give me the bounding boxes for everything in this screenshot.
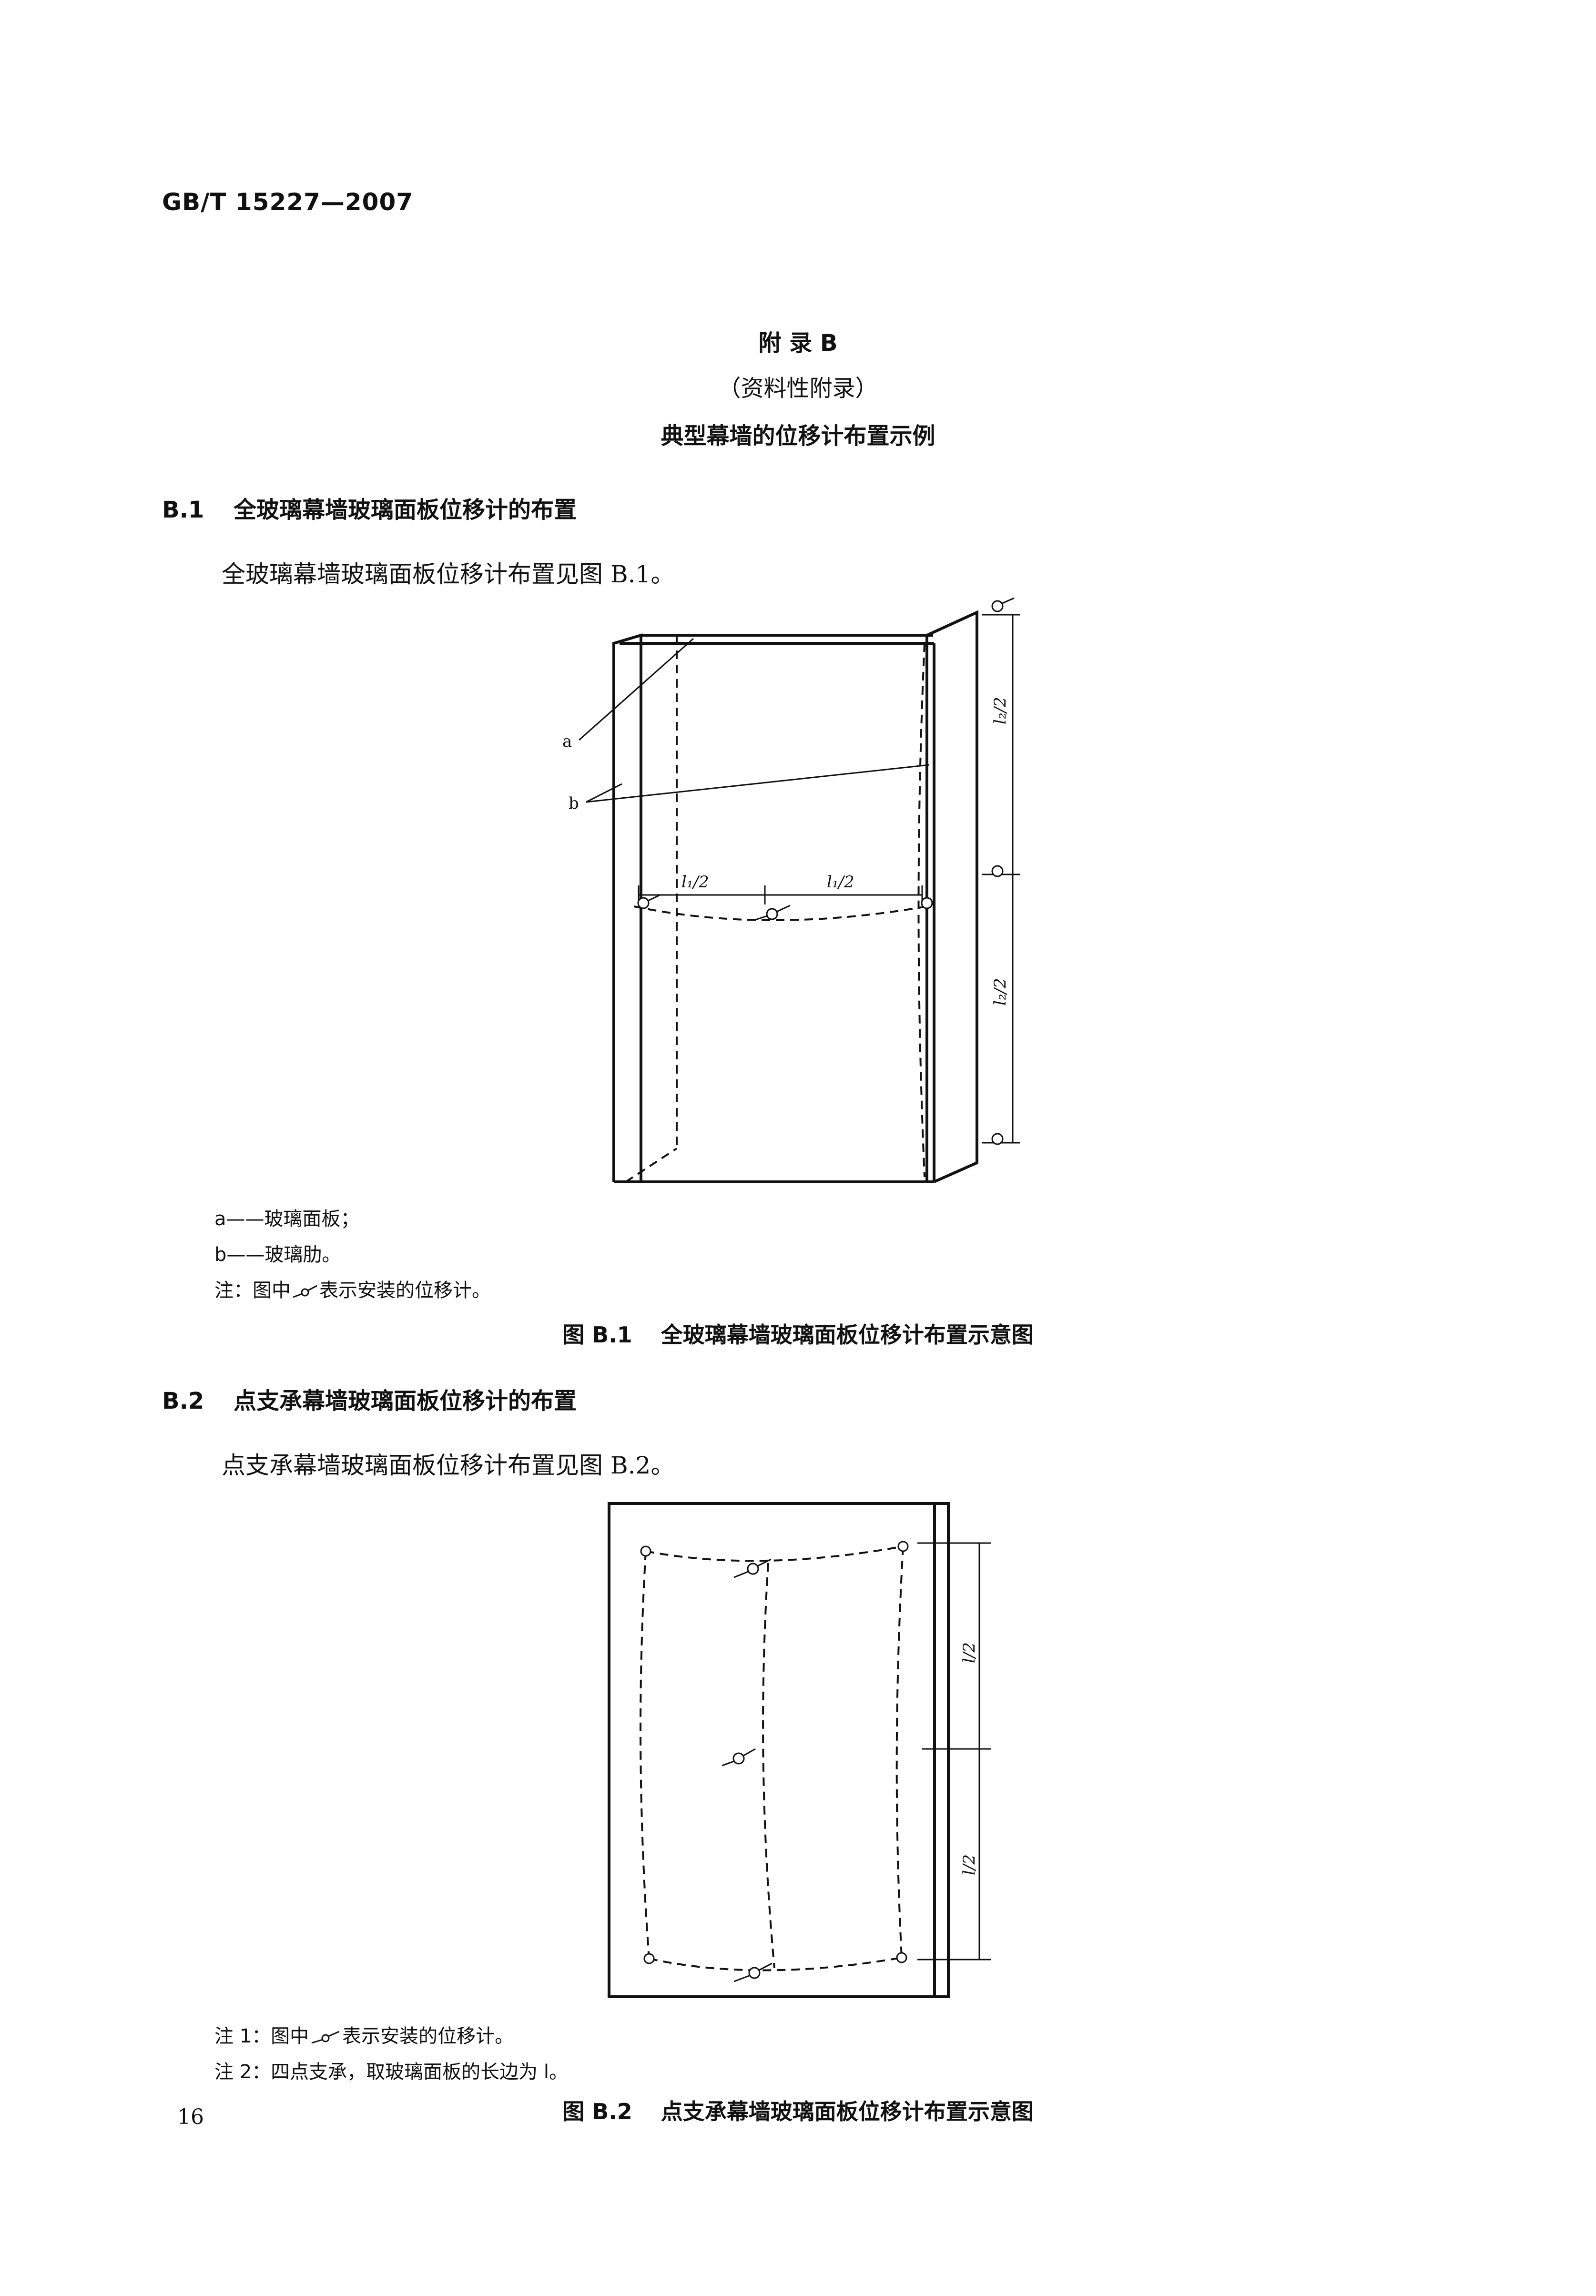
figure-b2-note-1: 注 1：图中 表示安装的位移计。 (214, 2021, 514, 2048)
figure-b1-note: 注：图中 表示安装的位移计。 (214, 1275, 491, 1302)
figure-b1-title: 全玻璃幕墙玻璃面板位移计布置示意图 (661, 1322, 1034, 1348)
section-b2-heading: B.2 点支承幕墙玻璃面板位移计的布置 (162, 1382, 577, 1415)
figure-b2-caption: 图 B.2 点支承幕墙玻璃面板位移计布置示意图 (0, 2094, 1596, 2126)
displacement-meter-icon (311, 2031, 340, 2044)
page-number: 16 (177, 2105, 204, 2129)
label-l1-half-left: l₁/2 (681, 873, 709, 892)
label-l-half-bottom: l/2 (960, 1854, 979, 1875)
label-b: b (569, 794, 579, 813)
note-prefix: 注：图中 (214, 1280, 291, 1301)
section-b1-paragraph: 全玻璃幕墙玻璃面板位移计布置见图 B.1。 (222, 560, 675, 588)
standard-number: GB/T 15227—2007 (162, 188, 414, 216)
figure-b2-number: 图 B.2 (562, 2099, 632, 2124)
leader-a (579, 638, 694, 741)
label-l-half-top: l/2 (960, 1642, 979, 1663)
appendix-subtitle: （资料性附录） (718, 375, 878, 402)
section-b2-title: 点支承幕墙玻璃面板位移计的布置 (234, 1388, 577, 1414)
right-rib-outline (925, 610, 978, 1183)
legend-dash: —— (226, 1244, 265, 1266)
legend-text-b: 玻璃肋。 (264, 1244, 341, 1266)
section-b1-heading: B.1 全玻璃幕墙玻璃面板位移计的布置 (162, 491, 577, 524)
note1-suffix: 表示安装的位移计。 (342, 2025, 514, 2047)
legend-dash: —— (226, 1208, 264, 1230)
label-l2-half-bottom: l₂/2 (991, 978, 1010, 1006)
panel-outline-b2 (608, 1502, 936, 1998)
displacement-meter-icon (293, 1285, 317, 1298)
legend-key-b: b (214, 1244, 227, 1266)
deflection-left-b2 (640, 1551, 650, 1959)
label-l1-half-right: l₁/2 (827, 873, 854, 892)
section-b1-title: 全玻璃幕墙玻璃面板位移计的布置 (234, 497, 577, 523)
legend-text-a: 玻璃面板； (264, 1208, 360, 1230)
figure-b2-title: 点支承幕墙玻璃面板位移计布置示意图 (661, 2099, 1034, 2124)
leader-b-left (586, 783, 622, 803)
figure-b1-number: 图 B.1 (562, 1322, 632, 1348)
legend-key-a: a (214, 1208, 226, 1230)
figure-b2-note-2: 注 2：四点支承，取玻璃面板的长边为 l。 (214, 2061, 568, 2083)
deflection-mid-b2 (762, 1563, 775, 1969)
displacement-meters-b2 (640, 1541, 909, 1982)
section-b1-number: B.1 (162, 497, 204, 523)
section-b2-number: B.2 (162, 1388, 204, 1414)
label-a: a (562, 732, 572, 751)
deflection-top-b2 (645, 1545, 904, 1562)
figure-b1-caption: 图 B.1 全玻璃幕墙玻璃面板位移计布置示意图 (0, 1318, 1596, 1349)
appendix-title: 附 录 B (758, 330, 838, 356)
label-l2-half-top: l₂/2 (991, 697, 1010, 724)
appendix-heading: 典型幕墙的位移计布置示例 (661, 423, 935, 449)
deflection-bottom-b2 (649, 1957, 902, 1971)
section-b2-paragraph: 点支承幕墙玻璃面板位移计布置见图 B.2。 (222, 1452, 675, 1479)
legend-item-b: b——玻璃肋。 (214, 1239, 341, 1267)
legend-item-a: a——玻璃面板； (214, 1203, 360, 1231)
note-suffix: 表示安装的位移计。 (319, 1280, 491, 1301)
leader-b-right (586, 764, 930, 803)
note1-prefix: 注 1：图中 (214, 2025, 309, 2047)
displacement-meters-b1 (637, 597, 1015, 1145)
deflection-curve-b1 (633, 905, 927, 921)
deflection-right-b2 (895, 1546, 904, 1958)
